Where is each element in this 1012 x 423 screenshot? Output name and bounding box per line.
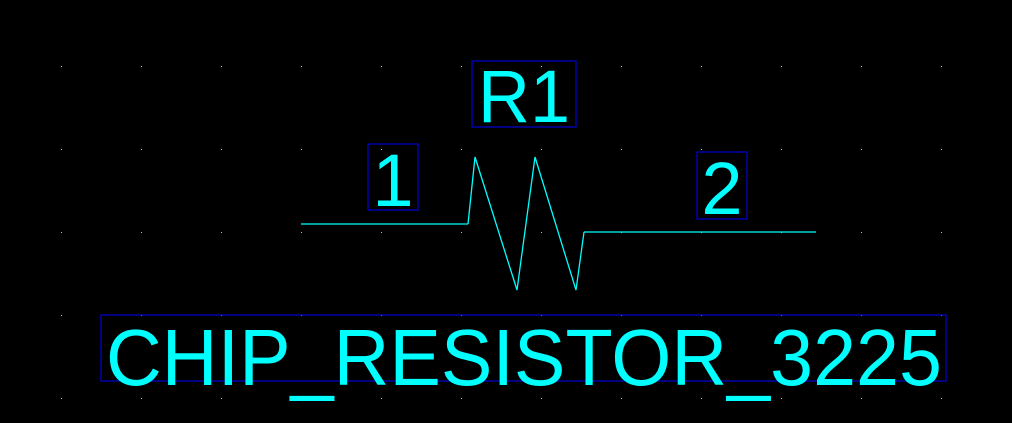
pin-1-number: 1 (372, 139, 413, 222)
pin-2[interactable]: 2 (584, 147, 816, 233)
reference-selection-box (471, 60, 577, 128)
reference-label: R1 (478, 55, 570, 138)
pin-1[interactable]: 1 (301, 139, 468, 225)
value-field[interactable]: CHIP_RESISTOR_3225 (100, 313, 947, 402)
pin-1-selection-box (367, 143, 419, 211)
pin-2-number: 2 (701, 147, 742, 230)
value-selection-box (100, 314, 947, 382)
reference-designator[interactable]: R1 (471, 55, 577, 138)
resistor-zigzag-body[interactable] (467, 156, 585, 291)
pin-2-selection-box (696, 151, 748, 220)
value-label: CHIP_RESISTOR_3225 (106, 313, 942, 402)
